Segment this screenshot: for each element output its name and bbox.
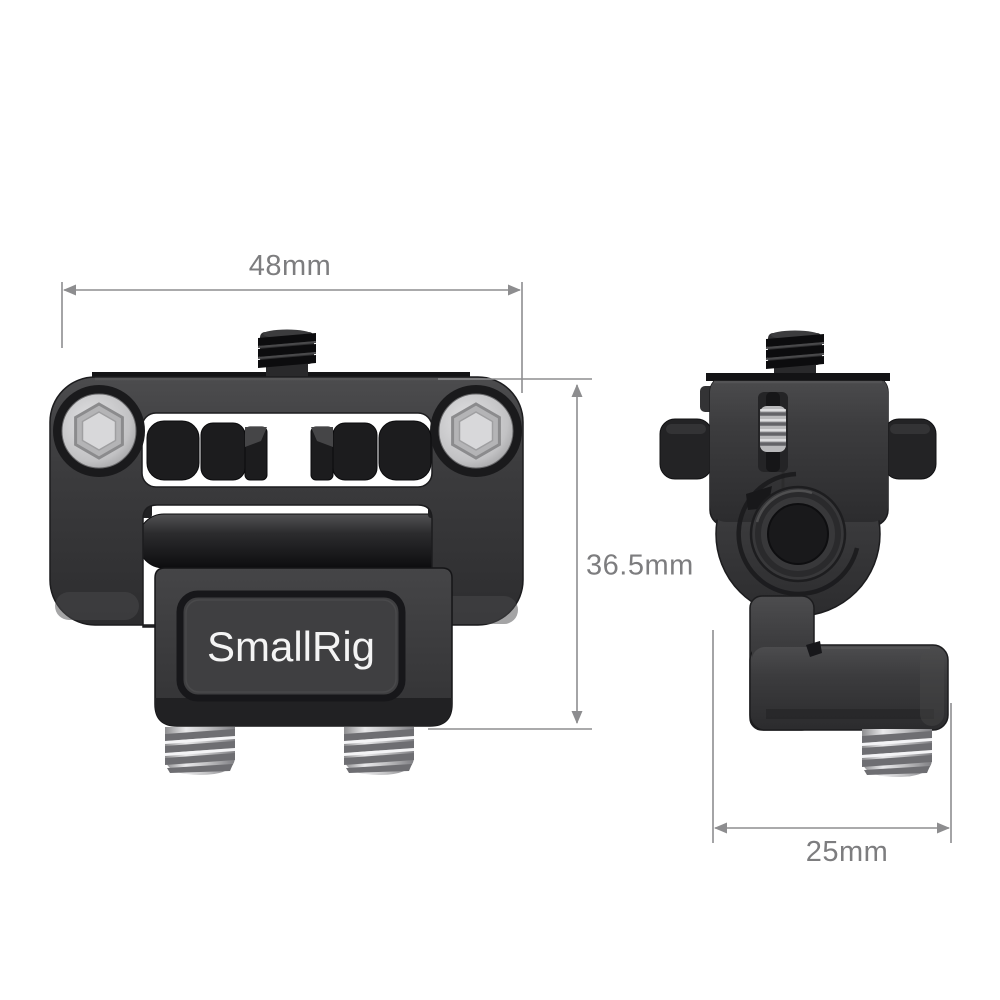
dimension-height [428,378,592,730]
brand-logo-text: SmallRig [207,623,375,670]
thumbscrew-left-icon [165,727,235,775]
tilt-cylinder [137,513,457,569]
pad-bevel-left [245,427,267,447]
adjustment-thread [758,392,788,472]
dimension-width-label: 48mm [248,250,332,282]
side-thumbscrew-icon [862,729,932,777]
pad-bevel-right [311,427,333,447]
dimension-height-label: 36.5mm [586,549,694,582]
dimension-depth [712,630,952,843]
pad-front-highlight [666,424,706,434]
arm-foot-right [434,596,518,624]
hook-seam [736,471,860,597]
pad-back-highlight [890,424,930,434]
arm-foot-left [55,592,139,620]
rubber-pads [146,420,432,481]
side-view [659,330,949,777]
thumbscrew-right-icon [344,727,414,775]
pivot-ring [749,485,847,583]
dimension-width [61,282,523,393]
hex-bolt-right-icon [428,383,524,479]
hex-bolt-left-icon [51,383,147,479]
dimension-annotations [61,282,952,843]
front-mount-screw-icon [258,329,316,380]
front-view: SmallRig [49,329,524,775]
dimension-depth-label: 25mm [805,836,889,868]
side-arm-block [749,595,949,731]
logo-plate: SmallRig [154,567,453,727]
